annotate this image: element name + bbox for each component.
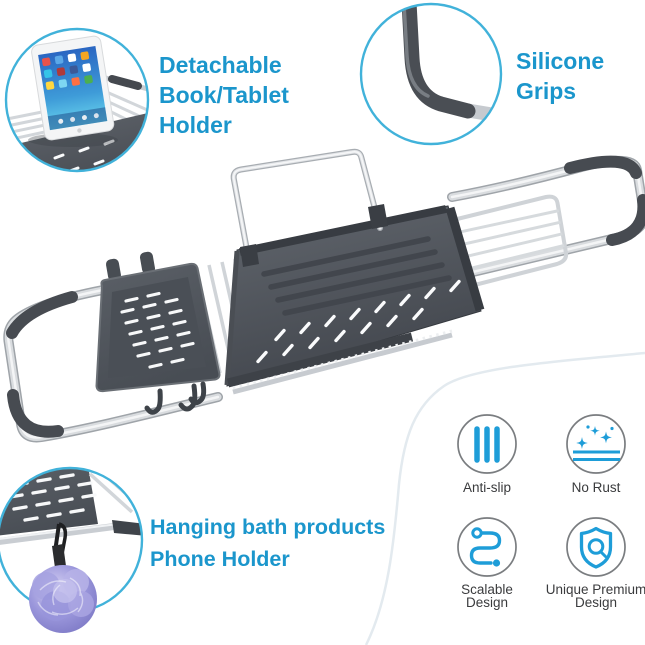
feature-anti-slip	[457, 414, 517, 474]
feature-label-scalable: Scalable Design	[461, 582, 513, 610]
right-arm-rail	[447, 155, 645, 281]
callout-silicone-grips: Silicone Grips	[516, 46, 604, 106]
scalable-route-icon	[469, 527, 502, 567]
callout-hanging: Hanging bath products Phone Holder	[150, 511, 385, 575]
callout-line: Grips	[516, 78, 577, 104]
book-stand-wire	[230, 148, 388, 267]
center-tray	[188, 205, 485, 406]
feature-label-premium: Unique Premium Design	[545, 582, 645, 610]
no-rust-sparkle-icon	[573, 425, 620, 461]
drain-slots	[256, 279, 461, 364]
left-arm-rail	[3, 285, 223, 443]
bathtub-caddy-product	[3, 148, 645, 443]
decorative-swoosh	[364, 351, 645, 645]
silicone-grip-right-bottom	[606, 194, 645, 246]
callout-line: Holder	[159, 112, 232, 138]
callout-line: Detachable	[159, 52, 282, 78]
inset-tablet-holder	[4, 27, 150, 173]
dish-slots	[120, 291, 195, 369]
feature-premium	[566, 517, 626, 577]
inset-hanging-hook	[0, 466, 144, 633]
tablet	[31, 35, 115, 141]
inset-circle-border-2	[359, 2, 503, 146]
premium-shield-q-icon	[579, 526, 613, 569]
callout-tablet-holder: Detachable Book/Tablet Holder	[159, 50, 289, 140]
callout-line: Phone Holder	[150, 547, 290, 571]
bath-loofah	[29, 565, 97, 633]
anti-slip-lines-icon	[474, 426, 500, 463]
hook-tag	[52, 544, 66, 568]
dish-hook-1	[144, 388, 163, 415]
silicone-grip-left-top	[6, 291, 78, 339]
silicone-grip-left-bottom	[7, 389, 64, 438]
feature-label-anti-slip: Anti-slip	[462, 480, 511, 495]
callout-line: Silicone	[516, 48, 605, 74]
dish-hook-2	[178, 383, 198, 412]
callout-line: Book/Tablet	[159, 82, 289, 108]
inset-silicone-grip	[359, 2, 503, 146]
feature-scalable	[457, 517, 517, 577]
inset-circle-border-1	[4, 27, 150, 173]
callout-line: Hanging bath products	[150, 515, 386, 539]
app-icons	[41, 51, 93, 90]
feature-label-no-rust: No Rust	[571, 480, 621, 495]
soap-dish	[95, 251, 221, 415]
silicone-grip-right-top	[564, 155, 642, 179]
feature-no-rust	[566, 414, 626, 474]
ratchet-strip	[232, 332, 453, 395]
